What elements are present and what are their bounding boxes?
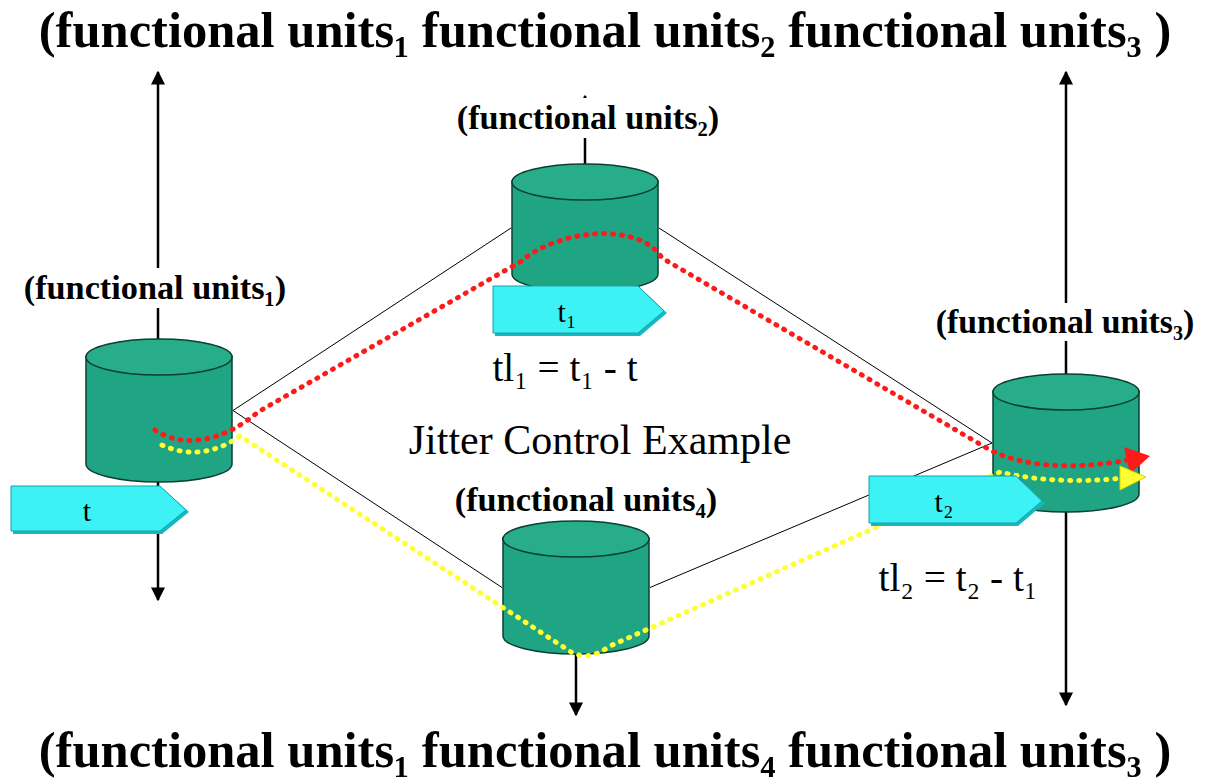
time-tag: t₁ xyxy=(492,285,668,337)
unit-label: (functional units₂) xyxy=(454,98,723,137)
tag-body xyxy=(869,476,1042,523)
tag-shape xyxy=(10,485,190,535)
cylinder-top xyxy=(993,374,1139,410)
unit-label: (functional units₁) xyxy=(21,268,290,307)
time-tag: t xyxy=(10,485,190,535)
cylinder-shape xyxy=(85,338,233,483)
tag-shape xyxy=(492,285,668,337)
tag-shape xyxy=(868,475,1046,527)
cylinder-top xyxy=(512,164,658,200)
link-line xyxy=(233,228,511,411)
diagram-title: Jitter Control Example xyxy=(406,416,795,464)
time-label: t₂ xyxy=(935,485,954,518)
unit-label: (functional units₃) xyxy=(933,303,1198,342)
cylinder-shape xyxy=(511,163,659,293)
tag-body xyxy=(11,486,186,531)
time-label: t₁ xyxy=(558,295,577,328)
time-label: t xyxy=(83,494,91,527)
cylinder-top xyxy=(503,521,649,557)
formula-label: tl₂ = t₂ - t₁ xyxy=(876,555,1041,600)
tag-body xyxy=(493,286,664,333)
down-arrow xyxy=(1065,508,1068,705)
unit-label: (functional units₄) xyxy=(452,480,721,519)
down-arrow xyxy=(575,650,578,715)
path-heading: (functional units₁ functional units₂ fun… xyxy=(36,1,1174,59)
cylinder-top xyxy=(86,339,232,375)
storage-cylinder: (functional units₄) xyxy=(502,520,650,655)
yellow-dotted-path xyxy=(162,436,1122,656)
cylinder-shape xyxy=(502,520,650,655)
formula-label: tl₁ = t₁ - t xyxy=(489,345,640,390)
storage-cylinder: (functional units₁) xyxy=(85,338,233,483)
time-tag: t₂ xyxy=(868,475,1046,527)
path-heading: (functional units₁ functional units₄ fun… xyxy=(36,721,1174,779)
storage-cylinder: (functional units₂) xyxy=(511,163,659,293)
